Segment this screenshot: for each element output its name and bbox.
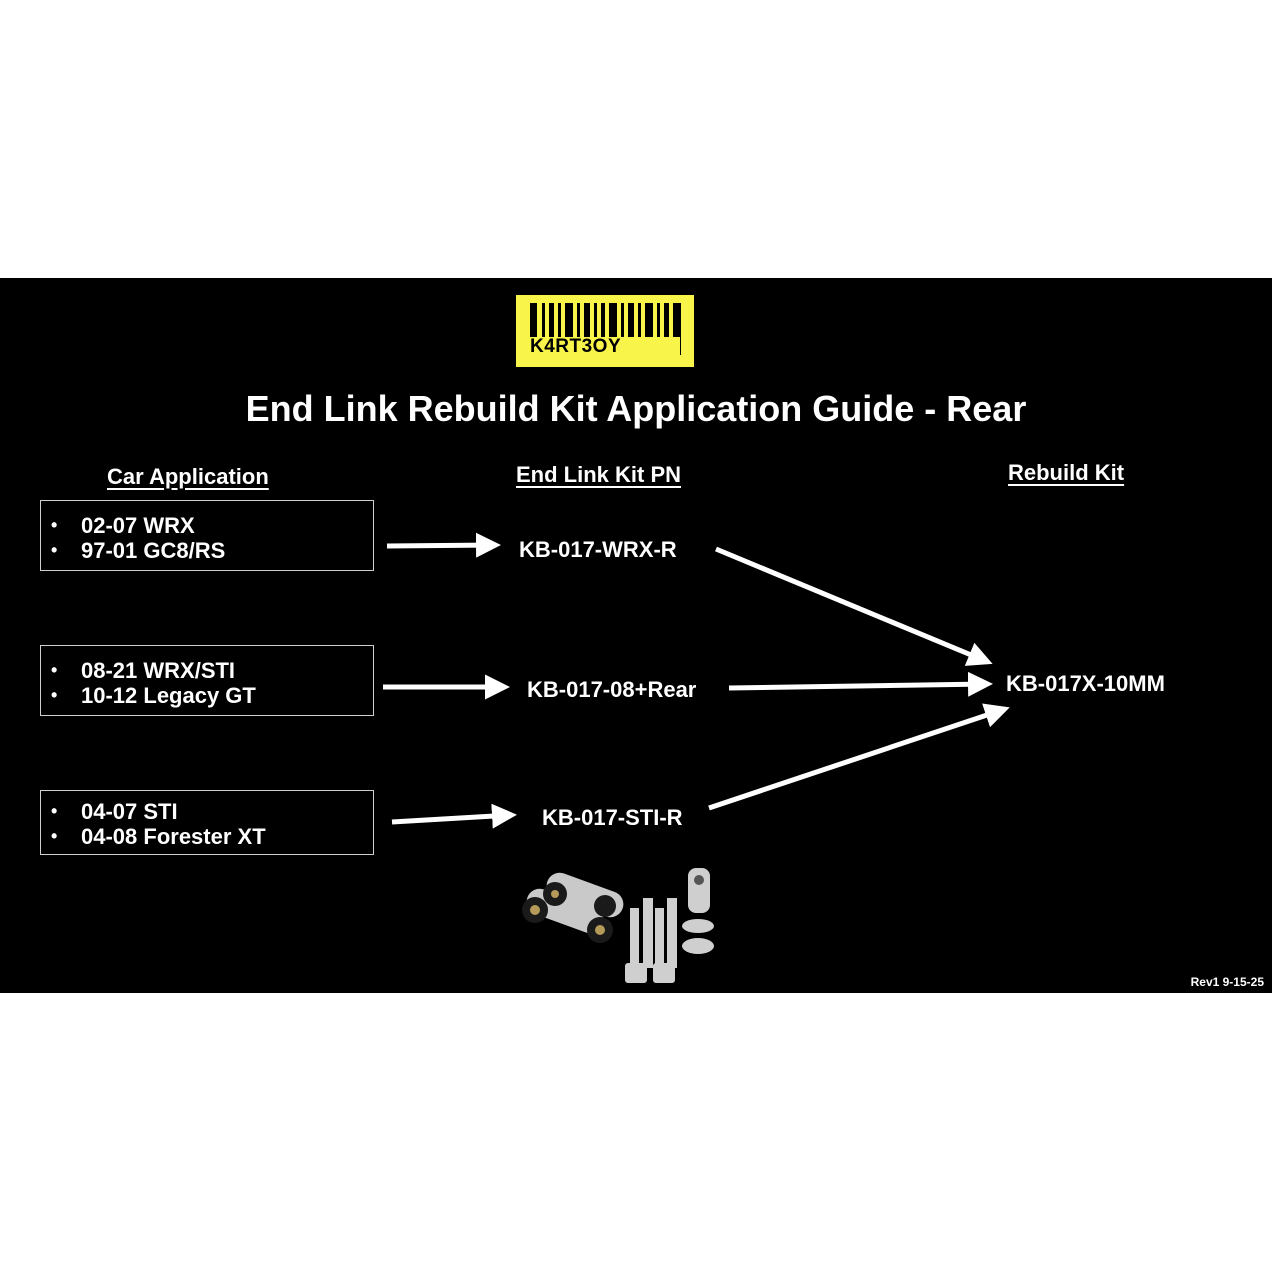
arrow-icon — [386, 532, 501, 558]
revision-label: Rev1 9-15-25 — [1190, 975, 1264, 989]
bullet-icon: • — [51, 685, 58, 705]
application-label: 97-01 GC8/RS — [81, 538, 226, 563]
list-item: • 97-01 GC8/RS — [51, 538, 373, 563]
application-label: 02-07 WRX — [81, 513, 195, 538]
guide-slide: K4RT3OY End Link Rebuild Kit Application… — [0, 278, 1272, 993]
header-rebuild-kit: Rebuild Kit — [1008, 460, 1125, 485]
list-item: • 04-08 Forester XT — [51, 824, 373, 849]
application-label: 08-21 WRX/STI — [81, 658, 236, 683]
header-end-link-kit-pn: End Link Kit PN — [516, 462, 681, 487]
kartboy-logo: K4RT3OY — [516, 295, 694, 367]
end-link-pn-3: KB-017-STI-R — [542, 805, 683, 830]
end-link-pn-2: KB-017-08+Rear — [527, 677, 697, 702]
application-label: 10-12 Legacy GT — [81, 683, 256, 708]
arrow-icon — [728, 671, 993, 697]
header-car-application: Car Application — [107, 464, 269, 489]
page-title: End Link Rebuild Kit Application Guide -… — [245, 388, 1027, 429]
list-item: • 04-07 STI — [51, 799, 373, 824]
rebuild-kit-pn: KB-017X-10MM — [1006, 671, 1165, 696]
bullet-icon: • — [51, 826, 58, 846]
arrow-icon — [708, 703, 1010, 811]
bullet-icon: • — [51, 515, 58, 535]
logo-text: K4RT3OY — [530, 337, 680, 357]
arrow-icon — [715, 546, 993, 666]
bullet-icon: • — [51, 801, 58, 821]
application-box-1: • 02-07 WRX • 97-01 GC8/RS — [40, 500, 374, 571]
application-label: 04-08 Forester XT — [81, 824, 266, 849]
application-label: 04-07 STI — [81, 799, 178, 824]
application-box-3: • 04-07 STI • 04-08 Forester XT — [40, 790, 374, 855]
bullet-icon: • — [51, 540, 58, 560]
list-item: • 02-07 WRX — [51, 513, 373, 538]
end-link-pn-1: KB-017-WRX-R — [519, 537, 677, 562]
list-item: • 08-21 WRX/STI — [51, 658, 373, 683]
application-box-2: • 08-21 WRX/STI • 10-12 Legacy GT — [40, 645, 374, 716]
list-item: • 10-12 Legacy GT — [51, 683, 373, 708]
arrow-icon — [391, 803, 517, 829]
end-link-kit-photo — [522, 868, 714, 983]
barcode-icon — [528, 303, 682, 355]
bullet-icon: • — [51, 660, 58, 680]
